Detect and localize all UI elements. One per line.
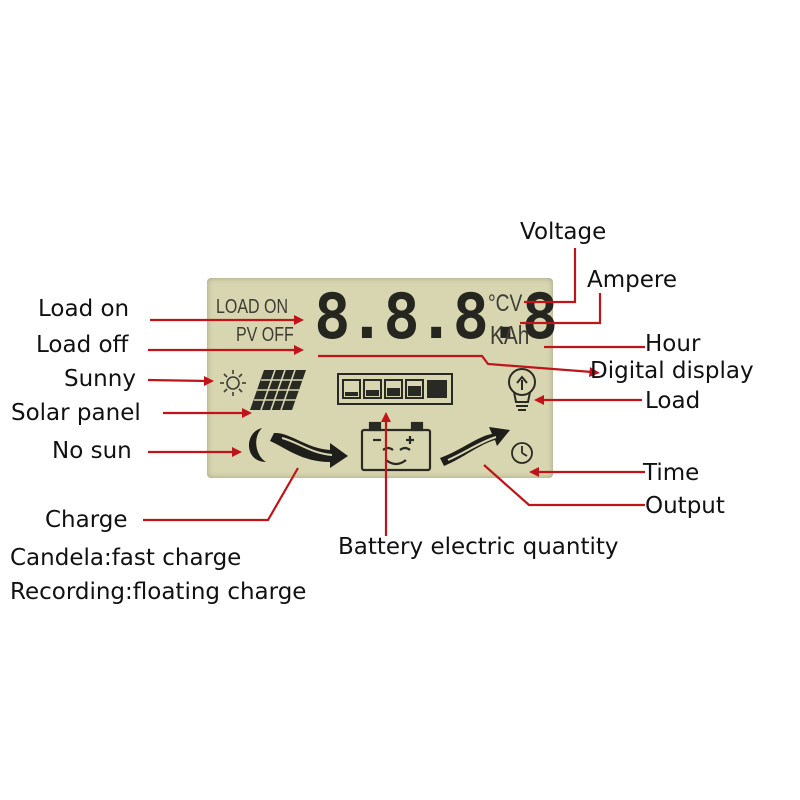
leader-lines <box>143 248 645 536</box>
bulb-icon <box>508 368 536 411</box>
output-arrow-icon <box>440 427 510 466</box>
label-ampere: Ampere <box>587 267 677 293</box>
note-floating-charge: Recording:floating charge <box>10 579 307 605</box>
lcd-load-on-text: LOAD ON <box>216 296 289 318</box>
label-voltage: Voltage <box>520 219 607 245</box>
charge-arrow-icon <box>270 432 348 468</box>
leader-sunny <box>147 378 209 383</box>
arrowhead-load <box>534 395 544 405</box>
leader-voltage <box>524 248 577 304</box>
label-solar-panel: Solar panel <box>11 400 141 426</box>
label-hour: Hour <box>645 331 701 357</box>
battery-face-icon <box>360 421 432 472</box>
label-battery-electric-quantity: Battery electric quantity <box>338 534 619 560</box>
battery-level-bars <box>337 373 453 405</box>
arrowhead-time <box>529 467 539 477</box>
arrowhead-load-off <box>294 345 304 355</box>
digital-display-digits: 8.8.8.8 <box>314 280 558 353</box>
label-load-on: Load on <box>38 296 130 322</box>
arrowhead-no-sun <box>232 447 242 457</box>
label-digital-display: Digital display <box>590 358 754 384</box>
clock-icon <box>511 442 533 464</box>
label-charge: Charge <box>45 507 128 533</box>
label-output: Output <box>645 493 725 519</box>
note-fast-charge: Candela:fast charge <box>10 545 242 571</box>
arrowhead-load-on <box>294 315 304 325</box>
arrowhead-digital-display <box>589 367 600 377</box>
label-no-sun: No sun <box>52 438 132 464</box>
solar-panel-icon <box>250 369 306 411</box>
label-sunny: Sunny <box>64 366 136 392</box>
arrowhead-battery <box>381 412 391 422</box>
moon-icon <box>248 428 266 462</box>
leader-arrowheads <box>204 315 600 477</box>
leader-output <box>483 464 645 507</box>
leader-ampere <box>520 293 602 325</box>
arrowhead-solar-panel <box>242 408 252 418</box>
label-load-off: Load off <box>36 332 129 358</box>
arrowhead-sunny <box>204 376 214 386</box>
sun-icon <box>220 370 246 396</box>
label-load: Load <box>645 388 701 414</box>
leader-digital-display <box>318 354 593 374</box>
label-time: Time <box>643 460 700 486</box>
lcd-pv-off-text: PV OFF <box>236 324 294 346</box>
lcd-units-top: °CV <box>488 290 523 317</box>
leader-charge <box>143 467 299 522</box>
lcd-units-bottom: KAh <box>490 320 530 350</box>
